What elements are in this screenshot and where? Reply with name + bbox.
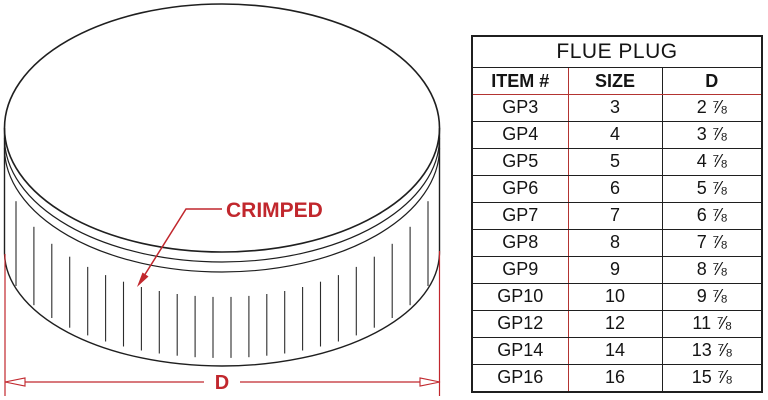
d-cell: 5 ⅞ (662, 175, 762, 203)
size-cell: 6 (568, 175, 663, 203)
table-title: FLUE PLUG (472, 36, 762, 68)
d-cell: 15 ⅞ (691, 367, 732, 388)
item-cell: GP3 (472, 94, 569, 122)
item-cell: GP14 (472, 337, 569, 365)
item-cell: GP16 (472, 364, 569, 392)
dimension-label: D (215, 372, 229, 394)
rim-band-arc-1 (3, 137, 441, 263)
table-title-row: FLUE PLUG (472, 36, 762, 68)
d-cell: 11 ⅞ (662, 310, 762, 338)
size-cell: 14 (568, 337, 663, 365)
item-cell: GP9 (472, 256, 569, 284)
item-cell: GP12 (472, 310, 569, 338)
d-cell: 13 ⅞ (662, 337, 762, 365)
size-cell: 5 (568, 148, 663, 176)
size-cell: 7 (568, 202, 663, 230)
d-cell: 4 ⅞ (662, 148, 762, 176)
item-cell: GP7 (472, 202, 569, 230)
table-header-row: ITEM # SIZE D (472, 67, 762, 95)
flue-plug-drawing: CRIMPED D (3, 3, 441, 396)
plug-top-ellipse (3, 3, 441, 253)
item-cell: GP5 (472, 148, 569, 176)
crimped-label: CRIMPED (226, 199, 323, 222)
dimension-arrow-right (419, 377, 441, 387)
size-cell: 8 (568, 229, 663, 257)
crimped-leader-line (138, 208, 222, 285)
item-cell: GP4 (472, 121, 569, 149)
item-cell: GP10 (472, 283, 569, 311)
size-cell: 10 (568, 283, 663, 311)
size-cell: 12 (568, 310, 663, 338)
column-header-d: D (662, 67, 762, 95)
dimension-arrow-left (4, 377, 26, 387)
crimp-tick-marks (15, 201, 429, 358)
item-cell: GP8 (472, 229, 569, 257)
d-cell: 2 ⅞ (662, 94, 762, 122)
size-cell: 16 (568, 364, 663, 392)
column-header-size: SIZE (568, 67, 663, 95)
size-cell: 4 (568, 121, 663, 149)
d-cell: 8 ⅞ (662, 256, 762, 284)
d-cell: 9 ⅞ (662, 283, 762, 311)
crimped-leader-arrow (137, 272, 149, 287)
d-cell: 7 ⅞ (662, 229, 762, 257)
size-cell: 9 (568, 256, 663, 284)
dimension-d: D (4, 251, 441, 396)
column-header-item: ITEM # (472, 67, 569, 95)
rim-band-arc-2 (3, 147, 441, 273)
d-cell: 3 ⅞ (662, 121, 762, 149)
d-cell: 6 ⅞ (662, 202, 762, 230)
plug-bottom-arc (3, 251, 441, 367)
crimped-annotation: CRIMPED (137, 199, 323, 287)
item-cell: GP6 (472, 175, 569, 203)
size-cell: 3 (568, 94, 663, 122)
